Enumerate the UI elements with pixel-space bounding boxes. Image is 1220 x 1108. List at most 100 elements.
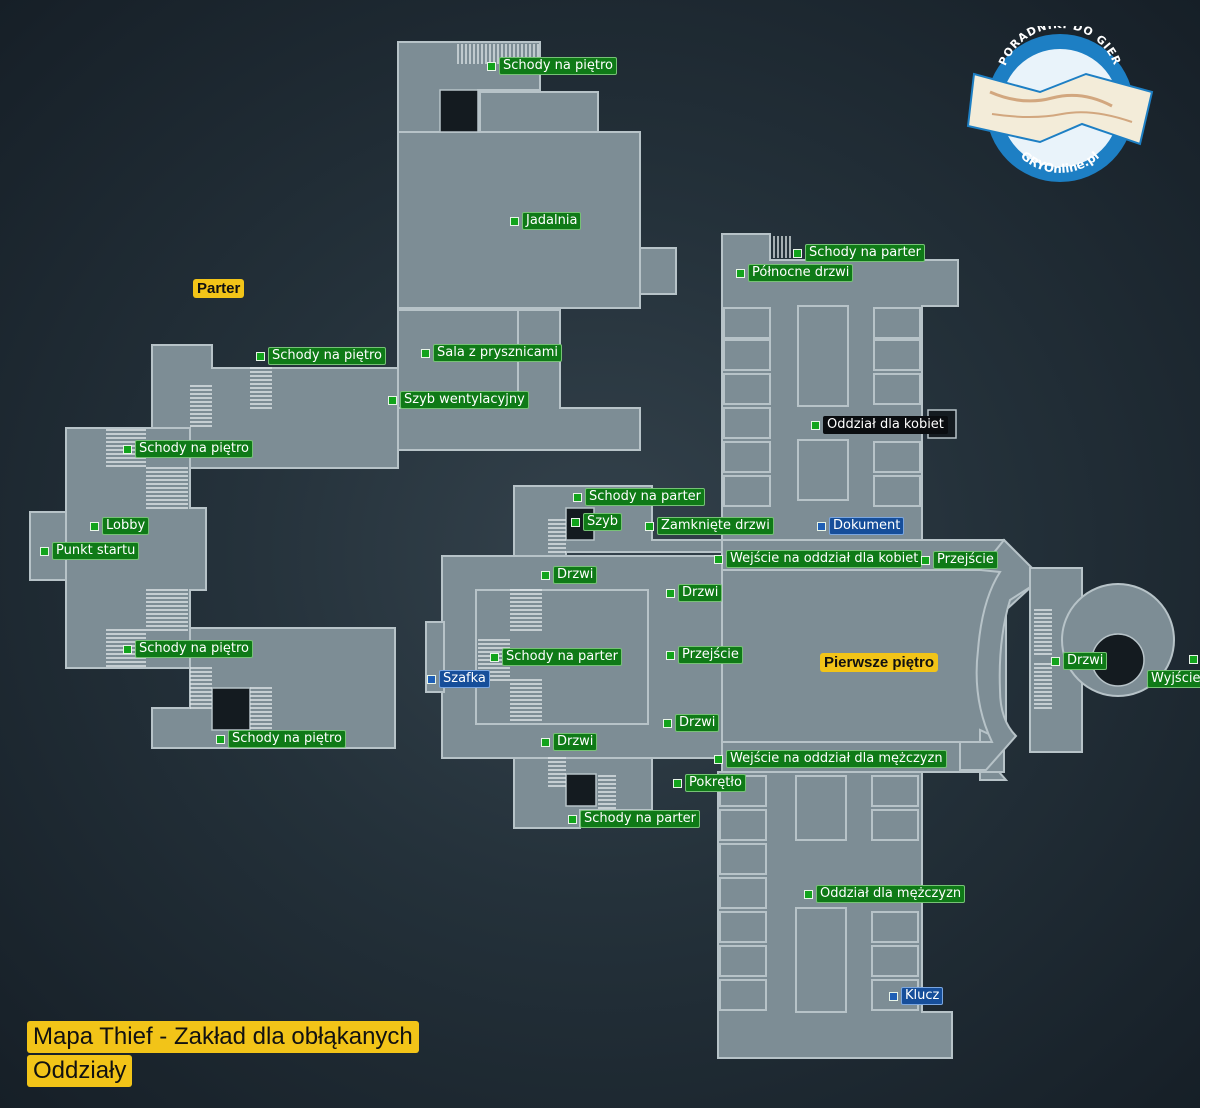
- map-marker[interactable]: Schody na parter: [490, 648, 623, 666]
- cell-m-5: [719, 911, 767, 943]
- room-dining-upper: [479, 91, 599, 133]
- cell-m-2: [719, 809, 767, 841]
- marker-label: Wejście na oddział dla kobiet: [726, 550, 923, 568]
- marker-square-icon: [673, 778, 682, 788]
- map-marker[interactable]: Szafka: [427, 670, 490, 688]
- marker-label: Pokrętło: [685, 774, 746, 792]
- cell-m-11: [871, 945, 919, 977]
- marker-square-icon: [123, 644, 132, 654]
- marker-square-icon: [663, 718, 672, 728]
- map-marker[interactable]: Klucz: [889, 987, 944, 1005]
- marker-label: Szyb: [583, 513, 623, 531]
- marker-label: Szyb wentylacyjny: [400, 391, 529, 409]
- room-m-center-b: [795, 907, 847, 1013]
- map-marker[interactable]: Pokrętło: [673, 774, 746, 792]
- map-marker[interactable]: Schody na piętro: [123, 640, 253, 658]
- cell-m-8: [871, 775, 919, 807]
- marker-square-icon: [573, 492, 582, 502]
- marker-square-icon: [793, 248, 802, 258]
- marker-square-icon: [571, 517, 580, 527]
- marker-square-icon: [541, 737, 550, 747]
- map-marker[interactable]: Drzwi: [666, 584, 723, 602]
- cell-m-9: [871, 809, 919, 841]
- marker-label: Oddział dla mężczyzn: [816, 885, 966, 903]
- void-central-bottom: [565, 773, 597, 807]
- marker-label: Schody na parter: [805, 244, 926, 262]
- marker-square-icon: [421, 348, 430, 358]
- map-marker[interactable]: Dokument: [817, 517, 905, 535]
- map-marker[interactable]: Oddział dla mężczyzn: [804, 885, 966, 903]
- marker-label: Schody na piętro: [499, 57, 617, 75]
- cell-w-2: [723, 339, 771, 371]
- marker-square-icon: [216, 734, 225, 744]
- map-subtitle: Oddziały: [27, 1055, 133, 1087]
- map-marker[interactable]: Wejście na oddział dla mężczyzn: [714, 750, 947, 768]
- map-marker[interactable]: Przejście: [666, 646, 743, 664]
- marker-label: Wyjście: [1147, 670, 1200, 688]
- map-marker[interactable]: Wyjście: [1147, 655, 1200, 688]
- marker-square-icon: [714, 754, 723, 764]
- marker-label: Szafka: [439, 670, 490, 688]
- map-marker[interactable]: Schody na parter: [568, 810, 701, 828]
- map-title: Mapa Thief - Zakład dla obłąkanych: [27, 1021, 419, 1053]
- cell-w-11: [873, 475, 921, 507]
- marker-label: Zamknięte drzwi: [657, 517, 774, 535]
- marker-square-icon: [1051, 656, 1060, 666]
- marker-label: Drzwi: [678, 584, 723, 602]
- cell-w-1: [723, 307, 771, 339]
- map-marker[interactable]: Schody na piętro: [487, 57, 617, 75]
- cell-w-5: [723, 441, 771, 473]
- marker-label: Drzwi: [1063, 652, 1108, 670]
- map-marker[interactable]: Oddział dla kobiet: [811, 416, 948, 434]
- void-north: [439, 89, 479, 133]
- map-marker[interactable]: Schody na piętro: [123, 440, 253, 458]
- marker-square-icon: [40, 546, 49, 556]
- map-marker[interactable]: Szyb wentylacyjny: [388, 391, 529, 409]
- map-marker[interactable]: Jadalnia: [510, 212, 582, 230]
- marker-square-icon: [889, 991, 898, 1001]
- cell-m-3: [719, 843, 767, 875]
- void-south-west: [211, 687, 251, 731]
- marker-square-icon: [1189, 655, 1199, 664]
- cell-w-6: [723, 475, 771, 507]
- map-marker[interactable]: Schody na parter: [573, 488, 706, 506]
- marker-square-icon: [817, 521, 826, 531]
- map-marker[interactable]: Schody na parter: [793, 244, 926, 262]
- map-marker[interactable]: Lobby: [90, 517, 150, 535]
- room-w-center-a: [797, 305, 849, 407]
- marker-square-icon: [388, 395, 397, 405]
- marker-label: Schody na piętro: [135, 440, 253, 458]
- map-marker[interactable]: Punkt startu: [40, 542, 140, 560]
- room-annex-east: [639, 247, 677, 295]
- marker-square-icon: [541, 570, 550, 580]
- map-marker[interactable]: Schody na piętro: [216, 730, 346, 748]
- cell-w-7: [873, 307, 921, 339]
- map-marker[interactable]: Zamknięte drzwi: [645, 517, 774, 535]
- map-marker[interactable]: Szyb: [571, 513, 623, 531]
- marker-label: Przejście: [678, 646, 743, 664]
- cell-m-7: [719, 979, 767, 1011]
- room-dining: [397, 131, 641, 309]
- map-marker[interactable]: Drzwi: [1051, 652, 1108, 670]
- map-marker[interactable]: Schody na piętro: [256, 347, 386, 365]
- marker-label: Dokument: [829, 517, 905, 535]
- marker-square-icon: [666, 588, 675, 598]
- map-marker[interactable]: Sala z prysznicami: [421, 344, 563, 362]
- marker-label: Wejście na oddział dla mężczyzn: [726, 750, 947, 768]
- marker-square-icon: [256, 351, 265, 361]
- map-marker[interactable]: Drzwi: [663, 714, 720, 732]
- map-marker[interactable]: Drzwi: [541, 733, 598, 751]
- marker-square-icon: [123, 444, 132, 454]
- marker-label: Schody na piętro: [228, 730, 346, 748]
- map-marker[interactable]: Północne drzwi: [736, 264, 854, 282]
- cell-m-6: [719, 945, 767, 977]
- marker-square-icon: [811, 420, 820, 430]
- marker-label: Punkt startu: [52, 542, 140, 560]
- marker-label: Drzwi: [553, 566, 598, 584]
- marker-square-icon: [645, 521, 654, 531]
- marker-label: Sala z prysznicami: [433, 344, 563, 362]
- marker-square-icon: [921, 555, 930, 565]
- map-marker[interactable]: Drzwi: [541, 566, 598, 584]
- map-marker[interactable]: Wejście na oddział dla kobiet: [714, 550, 923, 568]
- map-marker[interactable]: Przejście: [921, 551, 998, 569]
